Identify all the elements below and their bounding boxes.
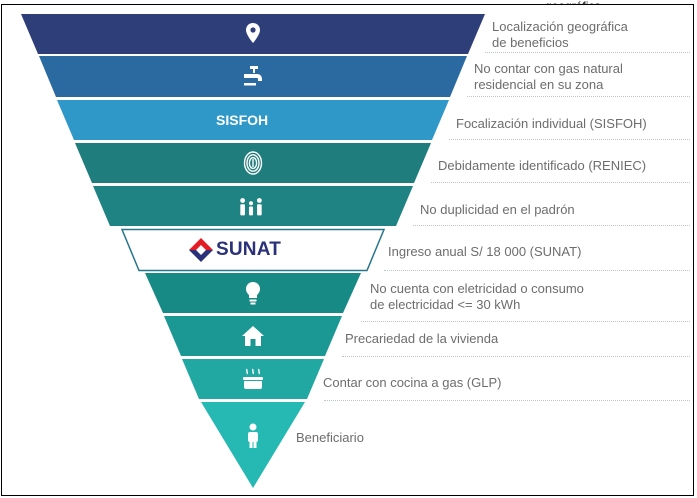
leader-line-7	[361, 321, 690, 322]
leader-line-2	[467, 96, 690, 97]
fingerprint-icon	[240, 150, 266, 176]
sisfoh-wordmark: SISFOH	[216, 112, 269, 128]
level-2-label-line-1: No contar con gas natural	[474, 61, 623, 76]
gas-stove-icon	[240, 366, 266, 392]
level-1-label-line-2: de beneficios	[492, 35, 569, 50]
funnel-band-5	[93, 186, 413, 226]
top-cut-text: geográfica	[545, 0, 695, 5]
light-bulb-icon	[240, 280, 266, 306]
leader-line-4	[431, 182, 690, 183]
house-icon	[240, 323, 266, 349]
leader-line-3	[449, 139, 690, 140]
leader-line-8	[342, 356, 690, 357]
sunat-wordmark: SUNAT	[216, 239, 282, 260]
level-7-label-line-2: de electricidad <= 30 kWh	[370, 297, 521, 312]
level-5-label: No duplicidad en el padrón	[420, 202, 575, 217]
funnel-band-6	[120, 228, 386, 272]
leader-line-9	[324, 400, 690, 401]
level-8-label: Precariedad de la vivienda	[345, 331, 499, 346]
leader-line-1	[485, 52, 690, 53]
frame-border	[1, 4, 694, 496]
level-7-label-line-1: No cuenta con eletricidad o consumo	[370, 281, 584, 296]
sunat-symbol-icon	[188, 237, 214, 263]
level-6-label: Ingreso anual S/ 18 000 (SUNAT)	[388, 244, 582, 259]
level-3-label: Focalización individual (SISFOH)	[456, 116, 647, 131]
leader-line-5	[413, 225, 690, 226]
funnel-band-3	[57, 100, 449, 140]
gas-tap-icon	[240, 63, 266, 89]
location-pin-icon	[240, 20, 266, 46]
leader-line-6	[384, 270, 690, 271]
level-4-label: Debidamente identificado (RENIEC)	[438, 158, 647, 173]
level-10-label: Beneficiario	[296, 430, 364, 445]
family-icon	[238, 194, 264, 220]
person-icon	[240, 423, 266, 449]
level-1-label-line-1: Localización geográfica	[492, 19, 628, 34]
level-9-label: Contar con cocina a gas (GLP)	[323, 375, 502, 390]
funnel-band-10	[201, 402, 305, 488]
level-2-label-line-2: residencial en su zona	[474, 77, 604, 92]
